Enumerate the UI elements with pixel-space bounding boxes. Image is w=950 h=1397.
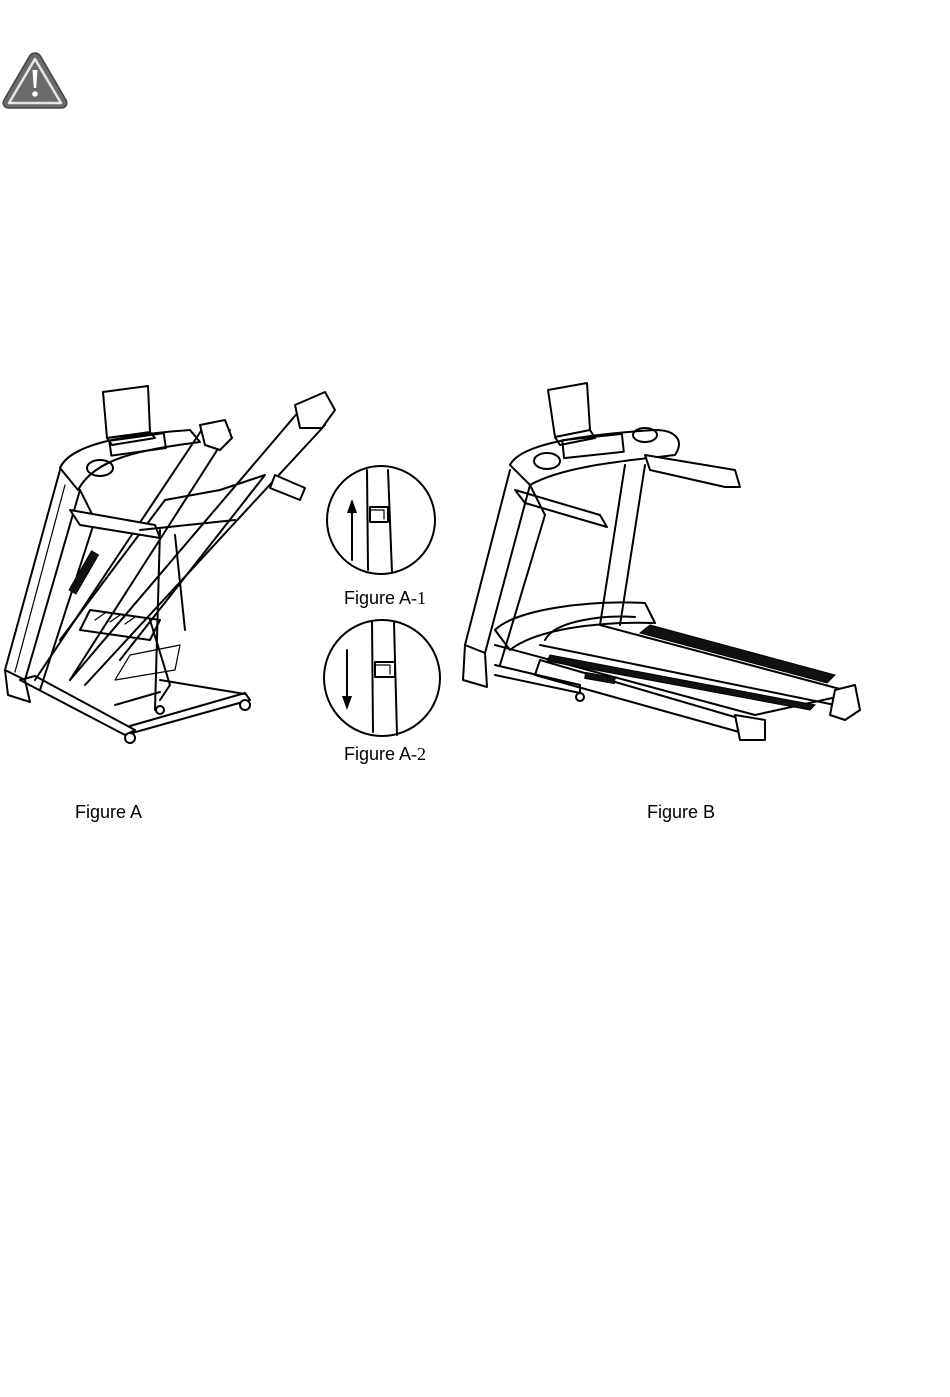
figure-a-1-caption: Figure A-1 <box>344 588 426 609</box>
figure-b-caption: Figure B <box>647 802 715 823</box>
figure-a-caption: Figure A <box>75 802 142 823</box>
warning-triangle-icon <box>0 50 70 112</box>
detail-circle-lock <box>322 620 447 745</box>
figure-b-unfolded-treadmill-illustration <box>455 375 865 750</box>
arrow-down-icon <box>342 650 352 710</box>
figure-a-2-suffix: -2 <box>411 744 426 764</box>
figure-a-folded-treadmill-illustration <box>0 380 345 750</box>
figure-a-2-label: Figure A <box>344 744 411 764</box>
detail-circle-unlock <box>324 465 444 585</box>
figure-a-1-suffix: -1 <box>411 588 426 608</box>
figure-a-2-caption: Figure A-2 <box>344 744 426 765</box>
arrow-up-icon <box>347 499 357 560</box>
figure-a-1-label: Figure A <box>344 588 411 608</box>
